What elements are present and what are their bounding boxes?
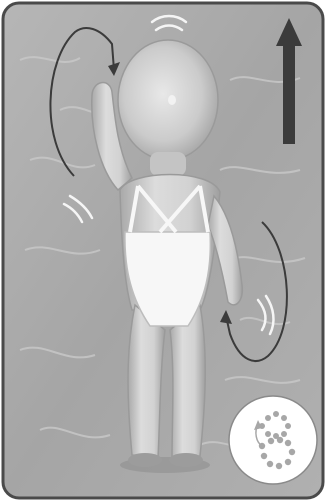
left-foot — [128, 453, 162, 467]
right-foot — [169, 453, 203, 467]
figure-neck — [150, 152, 186, 176]
left-leg — [128, 305, 165, 458]
right-leg — [170, 305, 205, 458]
head-highlight — [168, 95, 176, 105]
dotted-number-8-icon — [229, 396, 317, 484]
